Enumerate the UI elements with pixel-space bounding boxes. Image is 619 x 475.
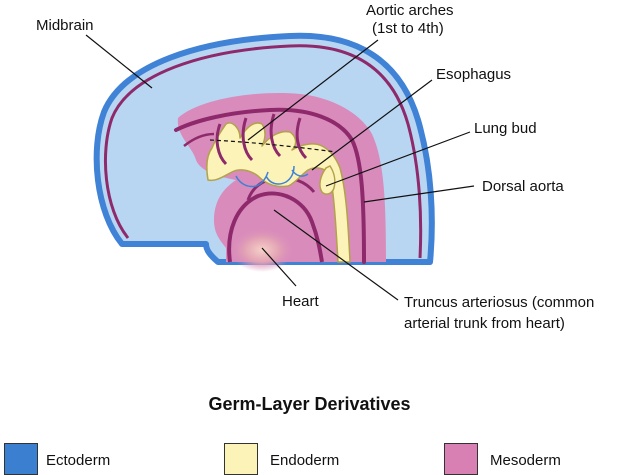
lung-bud-shape bbox=[319, 165, 336, 195]
legend-swatch-mesoderm bbox=[444, 443, 478, 475]
pharyngeal-pouches bbox=[235, 165, 309, 188]
leader-lung-bud bbox=[325, 131, 471, 187]
vessel-branch bbox=[183, 132, 215, 147]
label-lung-bud: Lung bud bbox=[474, 120, 537, 137]
label-midbrain: Midbrain bbox=[36, 17, 94, 34]
aortic-arch-4 bbox=[295, 117, 308, 160]
legend-label-endoderm: Endoderm bbox=[270, 452, 340, 469]
heart-tube-outline bbox=[227, 191, 324, 263]
label-heart: Heart bbox=[282, 293, 319, 310]
label-dorsal-aorta: Dorsal aorta bbox=[482, 178, 564, 195]
endoderm-foregut bbox=[206, 122, 351, 263]
leader-esophagus bbox=[311, 79, 433, 171]
label-truncus-line2: arterial trunk from heart) bbox=[404, 315, 565, 332]
aortic-arch-2 bbox=[241, 117, 254, 162]
label-aortic-arches-line1: Aortic arches bbox=[366, 2, 454, 19]
legend-swatch-endoderm bbox=[224, 443, 258, 475]
leader-truncus bbox=[273, 209, 399, 301]
legend-label-ectoderm: Ectoderm bbox=[46, 452, 111, 469]
leader-midbrain bbox=[85, 34, 153, 89]
leader-dorsal-aorta bbox=[363, 185, 475, 203]
dorsal-aorta-vessel bbox=[174, 107, 366, 264]
aortic-arch-1 bbox=[215, 123, 228, 166]
heart-glow bbox=[230, 228, 294, 272]
legend-label-mesoderm: Mesoderm bbox=[490, 452, 561, 469]
legend-swatch-ectoderm bbox=[4, 443, 38, 475]
label-esophagus: Esophagus bbox=[436, 66, 512, 83]
leader-heart bbox=[261, 247, 297, 287]
aortic-arch-3 bbox=[269, 113, 282, 158]
label-aortic-arches-line2: (1st to 4th) bbox=[372, 20, 444, 37]
legend-title: Germ-Layer Derivatives bbox=[208, 394, 411, 414]
leader-aortic-arches bbox=[247, 39, 379, 141]
label-truncus-line1: Truncus arteriosus (common bbox=[404, 294, 595, 311]
neural-tube-outline bbox=[103, 44, 423, 259]
